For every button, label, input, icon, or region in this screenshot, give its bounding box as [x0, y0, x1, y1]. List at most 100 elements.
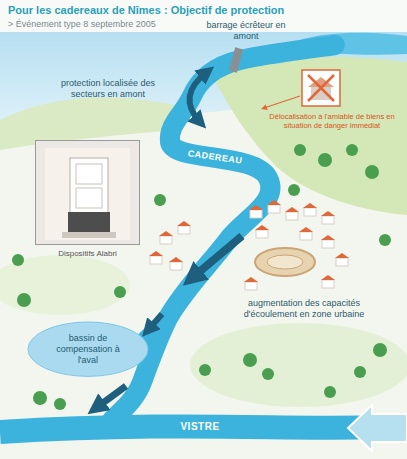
houses	[170, 262, 182, 270]
trees	[114, 286, 126, 298]
city	[255, 248, 315, 276]
houses	[169, 257, 183, 270]
houses	[321, 275, 335, 280]
relocation-icon	[308, 75, 334, 101]
houses	[255, 225, 269, 230]
houses	[149, 251, 163, 256]
flow-arrow	[148, 314, 162, 330]
alabri-illustration	[45, 148, 130, 240]
houses	[286, 212, 298, 220]
trees	[373, 343, 387, 357]
houses	[322, 216, 334, 224]
houses	[321, 235, 335, 248]
title: Pour les cadereaux de Nîmes : Objectif d…	[8, 4, 403, 17]
houses	[322, 240, 334, 248]
inset-box: Dispositifs Alabri	[35, 140, 140, 259]
dam-symbol	[229, 47, 243, 72]
hill-right	[215, 57, 407, 215]
field	[0, 255, 130, 315]
trees	[379, 234, 391, 246]
alabri-illustration	[68, 212, 110, 232]
alabri-illustration	[62, 232, 116, 238]
trees	[154, 194, 166, 206]
trees	[54, 398, 66, 410]
arena	[255, 248, 315, 276]
callout-label: protection localisée des secteurs en amo…	[58, 78, 158, 100]
river-name: VISTRE	[170, 421, 230, 433]
houses	[149, 200, 349, 290]
protection-arrow	[190, 72, 207, 122]
basin-outline	[28, 322, 148, 376]
houses	[256, 230, 268, 238]
alabri-illustration	[76, 188, 102, 208]
houses	[244, 277, 258, 290]
houses	[303, 203, 317, 208]
relocation-icon	[302, 70, 340, 106]
trees	[318, 153, 332, 167]
houses	[177, 221, 191, 226]
trees	[365, 165, 379, 179]
houses	[335, 253, 349, 258]
alabri-illustration	[76, 164, 102, 184]
relocation-icon	[302, 70, 340, 106]
callout-label: augmentation des capacités d'écoulement …	[225, 298, 383, 320]
houses	[150, 256, 162, 264]
trees	[288, 184, 300, 196]
trees	[354, 366, 366, 378]
inset-caption: Dispositifs Alabri	[23, 249, 152, 259]
houses	[304, 208, 316, 216]
trees	[243, 353, 257, 367]
houses	[322, 280, 334, 288]
trees	[12, 144, 391, 410]
houses	[335, 253, 349, 266]
houses	[321, 211, 335, 224]
houses	[169, 257, 183, 262]
callout-label: Délocalisation à l'amiable de biens en s…	[262, 112, 402, 130]
houses	[267, 200, 281, 205]
houses	[159, 231, 173, 236]
houses	[160, 236, 172, 244]
houses	[249, 205, 263, 218]
houses	[321, 275, 335, 288]
houses	[285, 207, 299, 220]
houses	[149, 251, 163, 264]
houses	[249, 205, 263, 210]
houses	[299, 227, 313, 232]
field	[190, 323, 407, 407]
houses	[299, 227, 313, 240]
houses	[250, 210, 262, 218]
houses	[267, 200, 281, 213]
basin-shape: bassin de compensation à l'aval	[28, 322, 148, 376]
houses	[303, 203, 317, 216]
trees	[262, 368, 274, 380]
houses	[321, 235, 335, 240]
trees	[12, 254, 24, 266]
trees	[33, 391, 47, 405]
flow-arrow	[192, 236, 242, 278]
alabri-illustration	[35, 140, 140, 245]
trees	[346, 144, 358, 156]
houses	[159, 231, 173, 244]
leader-arrow	[264, 96, 300, 108]
flow-arrow	[96, 386, 126, 408]
houses	[245, 282, 257, 290]
houses	[178, 226, 190, 234]
houses	[177, 221, 191, 234]
relocation-icon	[308, 75, 334, 101]
callout-label: barrage écrêteur en amont	[200, 20, 292, 42]
houses	[244, 277, 258, 282]
houses	[300, 232, 312, 240]
trees	[294, 144, 306, 156]
trees	[17, 293, 31, 307]
basin-label: bassin de compensation à l'aval	[28, 333, 148, 365]
flow-arrow	[348, 405, 407, 451]
houses	[321, 211, 335, 216]
trees	[199, 364, 211, 376]
arena	[267, 255, 303, 269]
trees	[324, 386, 336, 398]
houses	[255, 225, 269, 238]
houses	[285, 207, 299, 212]
